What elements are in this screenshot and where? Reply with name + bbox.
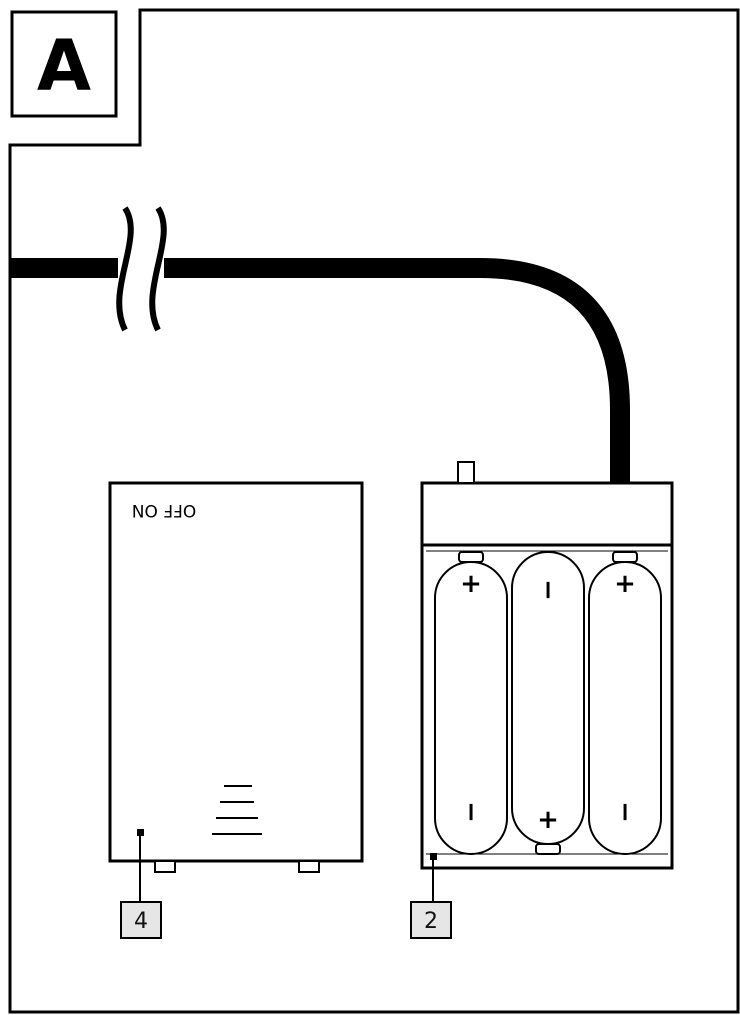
panel-label: A [37, 25, 91, 107]
battery-cover: OFF ON [108, 481, 364, 873]
battery-right-bottom-sign: − [610, 801, 640, 823]
battery-middle: − + [511, 551, 585, 855]
panel-label-box: A [10, 10, 118, 118]
battery-right: + − [588, 551, 662, 855]
switch-label: OFF ON [132, 500, 196, 520]
battery-right-top-sign: + [614, 569, 636, 599]
battery-left-top-sign: + [460, 569, 482, 599]
callout-2: 2 [410, 860, 452, 939]
battery-left-bottom-sign: − [456, 801, 486, 823]
cable-break-mark [116, 206, 167, 332]
callout-2-label: 2 [424, 909, 438, 934]
cable [10, 258, 630, 484]
battery-middle-top-sign: − [533, 579, 563, 601]
callout-4: 4 [120, 836, 162, 939]
battery-middle-bottom-sign: + [537, 805, 559, 835]
cover-marker-dot [137, 829, 144, 836]
cover-tab-left [154, 860, 176, 873]
battery-compartment: + − − + + − [420, 461, 674, 870]
grip-lines [212, 785, 262, 835]
callout-4-label: 4 [134, 909, 148, 934]
diagram-frame [8, 8, 740, 1014]
battery-left: + − [434, 551, 508, 855]
cover-tab-right [298, 860, 320, 873]
compartment-switch [457, 461, 475, 484]
compartment-marker-dot [430, 853, 437, 860]
